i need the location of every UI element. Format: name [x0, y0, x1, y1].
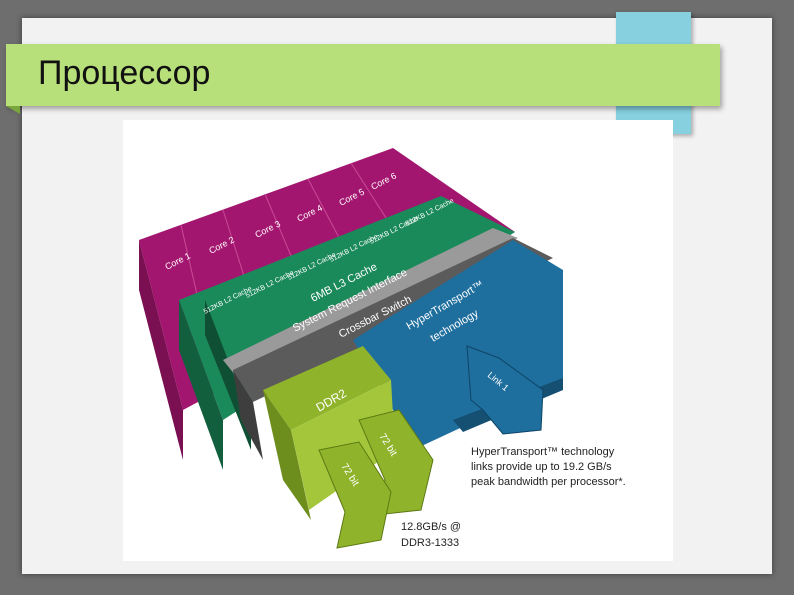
mem-note-1: 12.8GB/s @ — [401, 521, 461, 533]
processor-diagram: Core 1 Core 2 Core 3 Core 4 Core 5 Core … — [123, 120, 673, 561]
link-arrow — [466, 345, 544, 435]
slide-title: Процессор — [38, 54, 211, 92]
ht-note-1: HyperTransport™ technology — [471, 446, 615, 458]
crossbar-side — [233, 370, 263, 460]
bit-arrow-lower — [318, 441, 392, 549]
ht-note-2: links provide up to 19.2 GB/s — [471, 461, 612, 473]
cores-side — [139, 240, 183, 460]
diagram-svg: Core 1 Core 2 Core 3 Core 4 Core 5 Core … — [139, 148, 626, 549]
ddr-front — [263, 390, 311, 520]
ddr-top — [263, 346, 391, 430]
bit-arrow-upper — [358, 409, 434, 516]
ht-note-3: peak bandwidth per processor*. — [471, 476, 626, 488]
mem-note-2: DDR3-1333 — [401, 537, 459, 549]
cache-side-2 — [205, 300, 251, 450]
title-bar — [6, 44, 720, 114]
cache-side — [179, 300, 223, 470]
title-bar-fold — [6, 106, 20, 114]
